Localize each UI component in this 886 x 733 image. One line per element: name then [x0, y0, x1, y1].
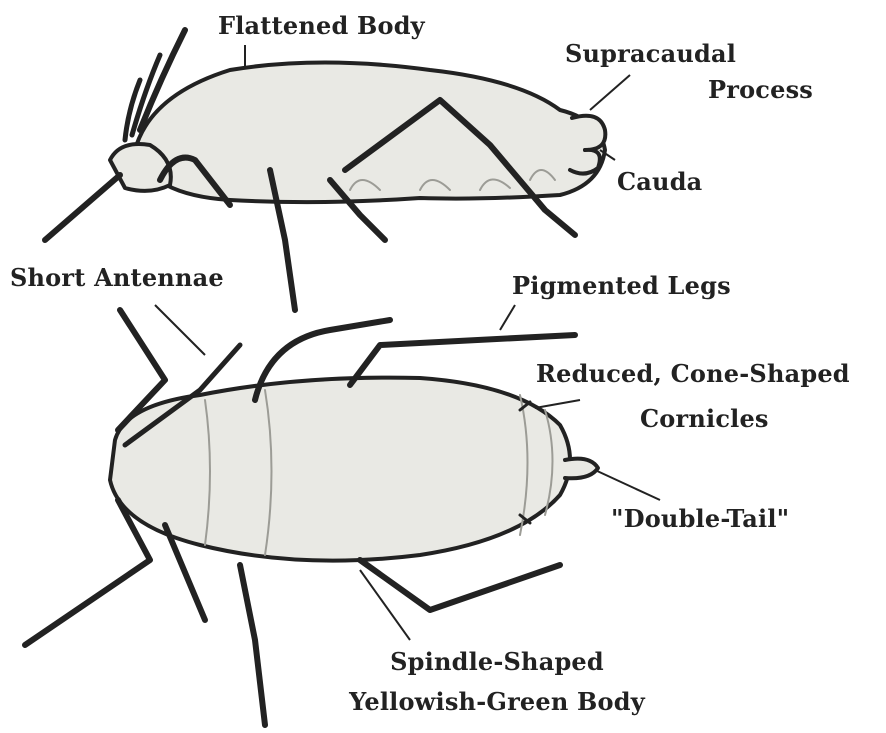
double-tail [565, 459, 598, 479]
label-spindle-line2: Yellowish-Green Body [332, 688, 662, 716]
label-flattened-body: Flattened Body [218, 12, 425, 40]
label-spindle-line1: Spindle-Shaped [332, 648, 662, 676]
top-leg-4 [240, 565, 265, 725]
label-cauda: Cauda [617, 168, 702, 196]
top-leg-5 [360, 560, 560, 610]
top-antenna-2 [25, 500, 150, 645]
label-cornicles-line2: Cornicles [640, 405, 769, 433]
label-pigmented-legs: Pigmented Legs [512, 272, 731, 300]
label-cornicles-line1: Reduced, Cone-Shaped [536, 360, 850, 388]
side-front-leg [45, 175, 120, 240]
label-double-tail: "Double-Tail" [611, 505, 789, 533]
label-supracaudal: Supracaudal [565, 40, 736, 68]
label-short-antennae: Short Antennae [10, 264, 224, 292]
label-process: Process [708, 76, 813, 104]
